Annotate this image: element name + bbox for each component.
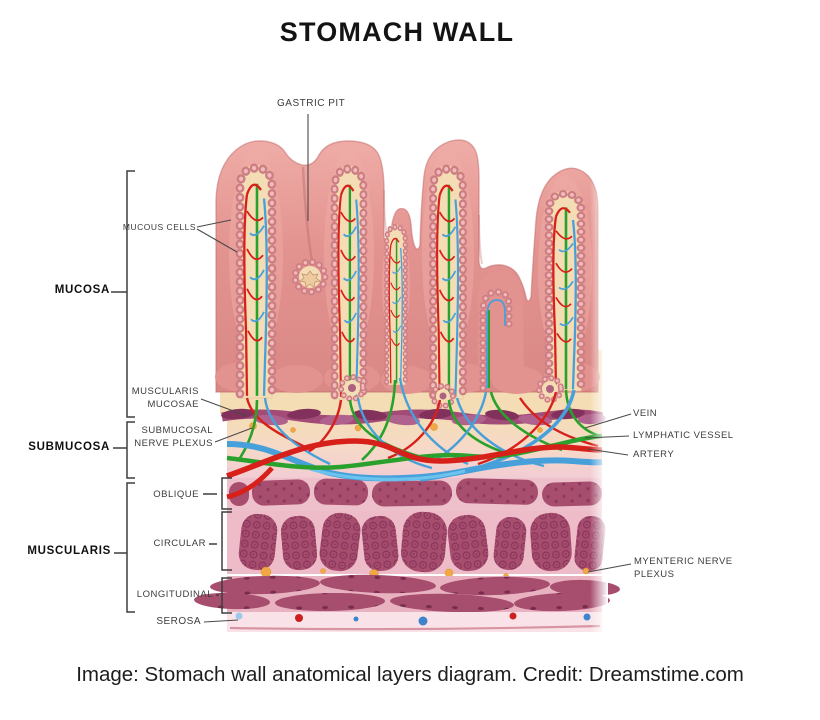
mucosa-tissue: [215, 139, 600, 409]
gastric-pit-1: [240, 165, 272, 398]
mucous-cells-leader: [196, 219, 238, 253]
label-longitudinal: LONGITUDINAL: [136, 589, 213, 600]
vein-leader: [584, 413, 632, 429]
longitudinal-muscle-layer: [194, 574, 620, 613]
label-muscularis: MUSCULARIS: [27, 545, 111, 557]
gastric-pit-3: [387, 225, 406, 385]
gastric-pit-4: [433, 166, 463, 399]
label-mucous-cells: MUCOUS CELLS: [122, 222, 196, 232]
artery-leader: [587, 448, 629, 456]
label-muscularis-mucosae: MUSCULARIS MUCOSAE: [132, 385, 199, 411]
mucosa-bracket: [111, 170, 135, 418]
myenteric-leader: [587, 563, 632, 573]
page-title: STOMACH WALL: [279, 17, 515, 47]
submucosa-bracket: [113, 421, 135, 479]
right-edge-fade: [590, 138, 608, 638]
circular-muscle-layer: [227, 511, 606, 574]
label-muscularis-mucosae-line2: MUCOSAE: [147, 399, 199, 410]
label-oblique: OBLIQUE: [153, 489, 199, 500]
serosa-layer: [227, 612, 602, 632]
muscularis-bracket: [114, 482, 135, 613]
label-submucosal-plexus-line1: SUBMUCOSAL: [141, 425, 213, 436]
muscularis-mucosae-leader: [200, 398, 248, 417]
oblique-muscle-layer: [227, 478, 602, 511]
image-caption: Image: Stomach wall anatomical layers di…: [76, 663, 744, 686]
label-submucosa: SUBMUCOSA: [28, 441, 110, 453]
circular-bracket: [209, 511, 232, 571]
oblique-bracket: [203, 477, 232, 510]
longitudinal-bracket: [216, 577, 232, 614]
label-muscularis-mucosae-line1: MUSCULARIS: [131, 386, 199, 397]
leader-lines: [196, 114, 632, 623]
label-submucosal-plexus-line2: NERVE PLEXUS: [134, 438, 213, 449]
gland-rings: [291, 258, 564, 409]
label-myenteric-line1: MYENTERIC NERVE: [634, 556, 733, 567]
label-myenteric-line2: PLEXUS: [634, 569, 675, 580]
gastric-pit-small-bulge: [478, 271, 524, 392]
label-mucosa: MUCOSA: [54, 284, 110, 296]
label-circular: CIRCULAR: [153, 538, 206, 549]
gastric-pit-5: [549, 191, 581, 391]
lymphatic-leader: [584, 435, 630, 439]
label-gastric-pit: GASTRIC PIT: [277, 98, 346, 109]
label-myenteric-nerve-plexus: MYENTERIC NERVE PLEXUS: [634, 555, 733, 581]
label-submucosal-nerve-plexus: SUBMUCOSAL NERVE PLEXUS: [134, 424, 213, 450]
submucosal-plexus-leader: [214, 427, 253, 443]
serosa-leader: [203, 619, 239, 623]
label-serosa: SEROSA: [156, 616, 201, 627]
label-lymphatic-vessel: LYMPHATIC VESSEL: [633, 430, 734, 441]
gastric-pit-2: [335, 166, 364, 399]
blood-vessels: [226, 377, 603, 500]
label-vein: VEIN: [633, 408, 658, 419]
layer-brackets: [111, 170, 232, 614]
label-artery: ARTERY: [633, 449, 675, 460]
